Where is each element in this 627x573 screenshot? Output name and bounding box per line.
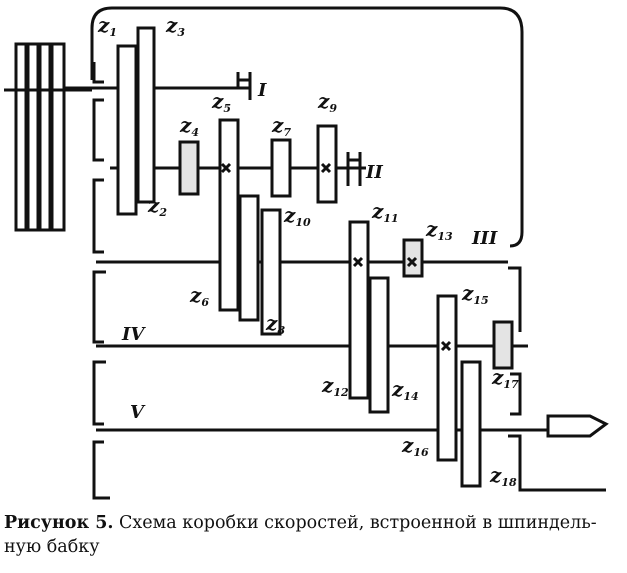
figure-number: Рисунок 5. [4, 513, 114, 533]
shaft-label-1: I [257, 80, 267, 101]
gear-z13 [402, 238, 424, 278]
label-z16: z16 [401, 433, 429, 459]
key-marks [220, 162, 452, 352]
shaft-2-coupling [346, 152, 362, 186]
label-z5: z5 [211, 89, 231, 115]
housing-left-wall-3 [92, 178, 104, 254]
housing-left-wall-6 [92, 440, 110, 500]
label-z12: z12 [321, 373, 349, 399]
gear-z8 [260, 208, 282, 336]
label-z2: z2 [147, 193, 167, 219]
gear-z16 [460, 360, 482, 488]
label-z18: z18 [489, 463, 517, 489]
label-z8: z8 [265, 311, 285, 337]
label-z15: z15 [461, 281, 489, 307]
shaft-label-2: II [365, 162, 383, 183]
housing-right-wall-3 [508, 434, 606, 492]
gearbox-kinematic-scheme: z1 z2 z3 z4 z5 z6 z7 z8 z9 z10 z11 z12 z… [4, 6, 609, 500]
gear-z4 [178, 140, 200, 196]
gear-z11 [348, 220, 370, 400]
housing-left-wall-4 [92, 270, 106, 344]
label-z14: z14 [391, 377, 419, 403]
housing-right-wall-1 [508, 266, 522, 332]
label-z3: z3 [165, 13, 185, 39]
gearbox-housing [90, 6, 524, 248]
label-z7: z7 [271, 113, 291, 139]
label-z1: z1 [97, 13, 117, 39]
shaft-1-coupling [236, 72, 252, 100]
drive-pulley [4, 42, 92, 232]
gear-z9 [316, 124, 338, 204]
spindle-nose [546, 414, 609, 438]
label-z10: z10 [283, 203, 311, 229]
gear-z6 [238, 194, 260, 322]
housing-left-wall-1 [92, 62, 104, 84]
gear-z12 [368, 276, 390, 414]
housing-right-wall-2 [510, 372, 522, 416]
shaft-label-4: IV [121, 324, 146, 345]
housing-left-wall-2 [92, 98, 104, 162]
gear-z17 [492, 320, 514, 370]
label-z17: z17 [491, 365, 519, 391]
label-z6: z6 [189, 283, 209, 309]
label-z11: z11 [371, 199, 399, 225]
gear-z7 [270, 138, 292, 198]
gear-z5 [218, 118, 240, 312]
figure-caption: Рисунок 5. Схема коробки скоростей, встр… [4, 511, 622, 559]
label-z4: z4 [179, 113, 199, 139]
label-z13: z13 [425, 217, 453, 243]
shaft-label-5: V [130, 402, 146, 423]
shaft-label-3: III [471, 228, 498, 249]
gear-z15 [436, 294, 458, 462]
gear-z3 [136, 26, 156, 204]
gear-z1 [116, 44, 138, 216]
housing-left-wall-5 [92, 360, 106, 426]
label-z9: z9 [317, 89, 337, 115]
figure-caption-text: Схема коробки скоростей, встроенной в шп… [4, 513, 597, 557]
